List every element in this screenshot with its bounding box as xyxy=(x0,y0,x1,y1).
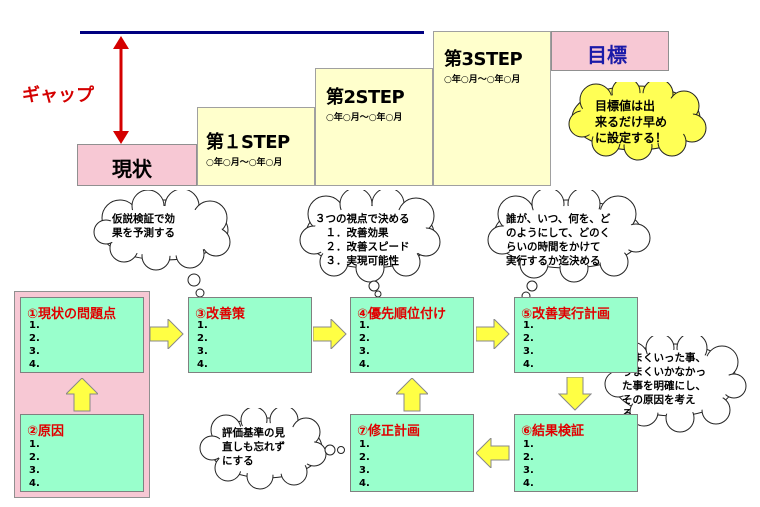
box-cause-item-4: 4. xyxy=(29,478,40,489)
goal-note-line-3: に設定する！ xyxy=(595,131,668,145)
arrow-plan-to-result xyxy=(558,377,592,411)
box-improvement-measures-item-4: 4. xyxy=(197,359,208,370)
who-when-line-3: らいの時間をかけて xyxy=(506,241,601,253)
box-execution-plan-item-1: 1. xyxy=(523,320,534,331)
hypothesis-line-1: 仮説検証で効 xyxy=(112,213,175,225)
box-cause-item-3: 3. xyxy=(29,465,40,476)
current-state-box: 現状 xyxy=(77,144,197,186)
hypothesis-cloud xyxy=(93,190,231,306)
box-result-verification-item-4: 4. xyxy=(523,478,534,489)
box-improvement-measures-title: ③改善策 xyxy=(195,307,246,322)
review-line-1: うまくいった事、 xyxy=(622,352,706,364)
box-improvement-measures: ③改善策 1. 2. 3. 4. xyxy=(188,297,312,373)
box-improvement-measures-item-1: 1. xyxy=(197,320,208,331)
step-3-period: ○年○月～○年○月 xyxy=(444,75,521,85)
box-cause-title: ②原因 xyxy=(27,424,65,439)
step-1-box: 第１STEP ○年○月～○年○月 xyxy=(197,107,315,186)
arrow-revision-to-priority xyxy=(396,378,428,412)
box-cause-item-2: 2. xyxy=(29,452,40,463)
box-cause: ②原因 1. 2. 3. 4. xyxy=(20,414,144,492)
box-execution-plan: ⑤改善実行計画 1. 2. 3. 4. xyxy=(514,297,638,373)
review-line-2: うまくいかなかっ xyxy=(622,366,706,378)
arrow-measures-to-priority xyxy=(313,319,347,349)
box-prioritization: ④優先順位付け 1. 2. 3. 4. xyxy=(350,297,474,373)
goal-note-cloud xyxy=(568,82,707,161)
gap-label: ギャップ xyxy=(22,85,94,106)
box-result-verification-item-3: 3. xyxy=(523,465,534,476)
who-when-line-1: 誰が、いつ、何を、ど xyxy=(506,213,611,225)
box-prioritization-item-3: 3. xyxy=(359,346,370,357)
step-2-title: 第2STEP xyxy=(326,87,405,108)
box-current-problems: ①現状の問題点 1. 2. 3. 4. xyxy=(20,297,144,373)
criteria-line-1: 評価基準の見 xyxy=(222,427,285,439)
three-views-line-2: １．改善効果 xyxy=(315,227,389,239)
box-result-verification-item-1: 1. xyxy=(523,439,534,450)
goal-label: 目標 xyxy=(587,43,627,67)
box-current-problems-item-1: 1. xyxy=(29,320,40,331)
goal-note-line-2: 来るだけ早め xyxy=(595,115,668,129)
step-1-title: 第１STEP xyxy=(206,132,290,153)
box-execution-plan-item-2: 2. xyxy=(523,333,534,344)
target-line xyxy=(80,31,424,34)
review-line-4: その原因を考え xyxy=(622,394,696,406)
goal-box: 目標 xyxy=(551,31,669,71)
box-revised-plan: ⑦修正計画 1. 2. 3. 4. xyxy=(350,414,474,492)
box-execution-plan-item-3: 3. xyxy=(523,346,534,357)
who-when-line-2: のようにして、どのく xyxy=(506,227,611,239)
box-current-problems-item-3: 3. xyxy=(29,346,40,357)
box-current-problems-item-4: 4. xyxy=(29,359,40,370)
gap-double-arrow xyxy=(113,36,129,144)
box-prioritization-item-4: 4. xyxy=(359,359,370,370)
box-improvement-measures-item-2: 2. xyxy=(197,333,208,344)
who-when-cloud xyxy=(487,190,651,308)
step-2-box: 第2STEP ○年○月～○年○月 xyxy=(315,68,433,186)
box-revised-plan-item-4: 4. xyxy=(359,478,370,489)
step-1-period: ○年○月～○年○月 xyxy=(206,158,283,168)
arrow-result-to-revision xyxy=(476,438,510,468)
step-3-title: 第3STEP xyxy=(444,49,523,70)
current-state-label: 現状 xyxy=(112,157,152,181)
criteria-line-2: 直しも忘れず xyxy=(222,441,285,453)
step-3-box: 第3STEP ○年○月～○年○月 xyxy=(433,31,551,186)
box-prioritization-item-1: 1. xyxy=(359,320,370,331)
box-revised-plan-item-1: 1. xyxy=(359,439,370,450)
box-improvement-measures-item-3: 3. xyxy=(197,346,208,357)
box-result-verification-title: ⑥結果検証 xyxy=(521,424,585,439)
box-revised-plan-item-3: 3. xyxy=(359,465,370,476)
three-views-line-3: ２．改善スピード xyxy=(315,241,410,253)
criteria-cloud xyxy=(199,408,345,490)
box-prioritization-title: ④優先順位付け xyxy=(357,307,447,322)
box-result-verification-item-2: 2. xyxy=(523,452,534,463)
box-current-problems-item-2: 2. xyxy=(29,333,40,344)
box-execution-plan-item-4: 4. xyxy=(523,359,534,370)
box-revised-plan-item-2: 2. xyxy=(359,452,370,463)
box-current-problems-title: ①現状の問題点 xyxy=(27,307,117,322)
box-revised-plan-title: ⑦修正計画 xyxy=(357,424,421,439)
box-prioritization-item-2: 2. xyxy=(359,333,370,344)
arrow-cause-to-problems xyxy=(66,378,98,412)
goal-note-line-1: 目標値は出 xyxy=(595,99,656,113)
hypothesis-line-2: 果を予測する xyxy=(112,227,175,239)
arrow-problems-to-measures xyxy=(150,319,184,349)
three-views-line-4: ３．実現可能性 xyxy=(315,255,399,267)
criteria-line-3: にする xyxy=(222,455,254,467)
step-2-period: ○年○月～○年○月 xyxy=(326,113,403,123)
three-views-line-1: ３つの視点で決める xyxy=(315,213,410,225)
review-line-3: た事を明確にし、 xyxy=(622,380,706,392)
three-views-cloud xyxy=(299,190,441,298)
box-execution-plan-title: ⑤改善実行計画 xyxy=(521,307,611,322)
box-result-verification: ⑥結果検証 1. 2. 3. 4. xyxy=(514,414,638,492)
who-when-line-4: 実行するか迄決める xyxy=(506,255,601,267)
box-cause-item-1: 1. xyxy=(29,439,40,450)
arrow-priority-to-plan xyxy=(476,319,510,349)
